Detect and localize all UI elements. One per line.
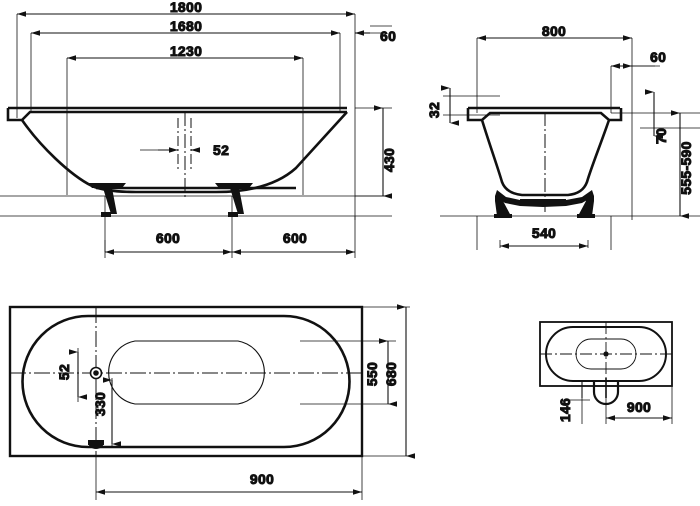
- plan-base-oval: [108, 340, 265, 405]
- plan-overflow-lug: [88, 440, 104, 449]
- label-1800: 1800: [170, 0, 202, 15]
- plan-tub-oval: [21, 314, 351, 449]
- label-600-left: 600: [156, 230, 180, 246]
- label-900-plan: 900: [250, 471, 274, 487]
- plan-outer-rim: [8, 305, 364, 458]
- dim-146: [578, 380, 586, 398]
- label-900-end: 900: [627, 399, 651, 415]
- front-tub-outline: [6, 106, 348, 194]
- front-foot-left: [88, 183, 126, 217]
- label-52-front: 52: [213, 142, 229, 158]
- label-800: 800: [542, 23, 566, 39]
- view-front-elevation: 1800 1680 1230 60 430 52 600 600: [0, 0, 398, 258]
- label-32: 32: [426, 102, 442, 118]
- end-centre-dot: [603, 351, 609, 357]
- side-foot-frame: [494, 190, 595, 218]
- label-540: 540: [532, 225, 556, 241]
- view-plan: 550 680 900 52 330: [8, 304, 415, 500]
- view-end-detail: 146 900: [539, 321, 673, 424]
- label-550: 550: [364, 362, 380, 386]
- label-430: 430: [381, 148, 397, 172]
- label-70: 70: [653, 128, 669, 144]
- front-extension-lines: [0, 14, 392, 258]
- plan-centre-lines: [10, 307, 362, 456]
- label-60-front: 60: [380, 28, 396, 44]
- end-base-oval: [575, 338, 637, 370]
- label-146: 146: [557, 398, 573, 422]
- label-52-plan: 52: [56, 364, 72, 380]
- label-1230: 1230: [170, 43, 202, 59]
- label-600-right: 600: [283, 230, 307, 246]
- label-60-side: 60: [650, 49, 666, 65]
- dim-60-front: [355, 25, 392, 36]
- end-tub-oval: [545, 326, 667, 382]
- plan-waste-outlet: [89, 366, 103, 380]
- label-330: 330: [92, 392, 108, 416]
- front-foot-right: [215, 183, 253, 217]
- label-680: 680: [383, 362, 399, 386]
- detail-52-front: [140, 118, 200, 170]
- label-1680: 1680: [170, 18, 202, 34]
- view-side-elevation: 800 60 32 70 555-590 540: [426, 23, 700, 250]
- label-555-590: 555-590: [678, 141, 694, 194]
